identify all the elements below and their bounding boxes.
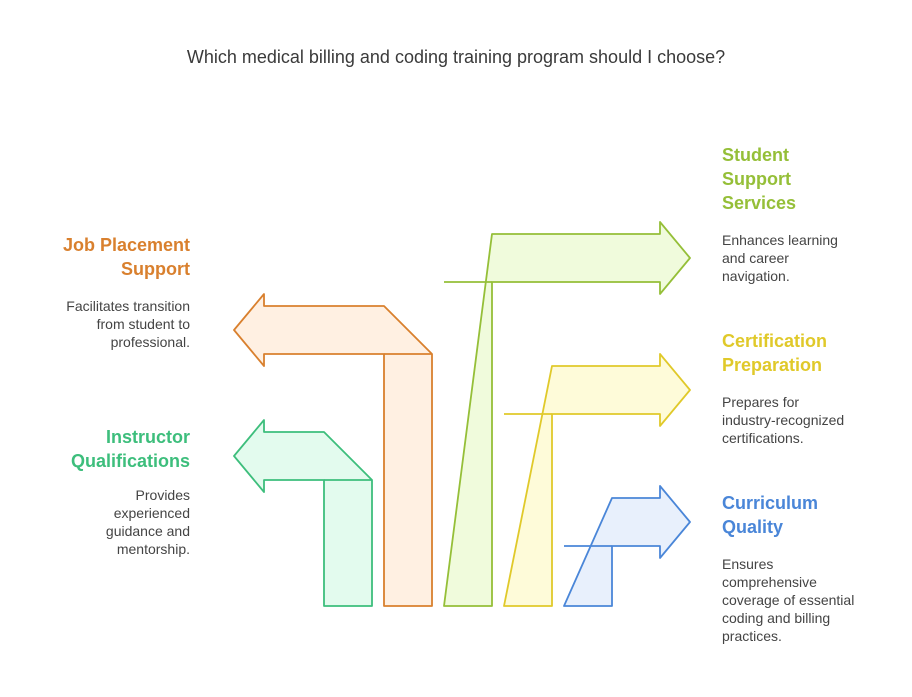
arrow-job xyxy=(233,293,433,607)
desc-instructor: Provides experienced guidance and mentor… xyxy=(105,487,190,557)
desc-curriculum: Ensures comprehensive coverage of essent… xyxy=(722,556,855,644)
heading-certification: Certification Preparation xyxy=(722,331,828,375)
heading-student-support: Student Support Services xyxy=(722,145,797,213)
heading-instructor: Instructor Qualifications xyxy=(70,427,190,471)
heading-job-placement: Job Placement Support xyxy=(62,235,190,279)
desc-certification: Prepares for industry-recognized certifi… xyxy=(722,394,845,446)
desc-job-placement: Facilitates transition from student to p… xyxy=(66,298,190,350)
heading-curriculum: Curriculum Quality xyxy=(722,493,819,537)
desc-student-support: Enhances learning and career navigation. xyxy=(722,232,838,284)
page-title: Which medical billing and coding trainin… xyxy=(186,47,726,67)
arrow-student xyxy=(443,221,691,607)
arrow-certification xyxy=(503,353,691,607)
arrow-curriculum xyxy=(563,485,691,607)
arrow-instructor xyxy=(233,419,373,607)
